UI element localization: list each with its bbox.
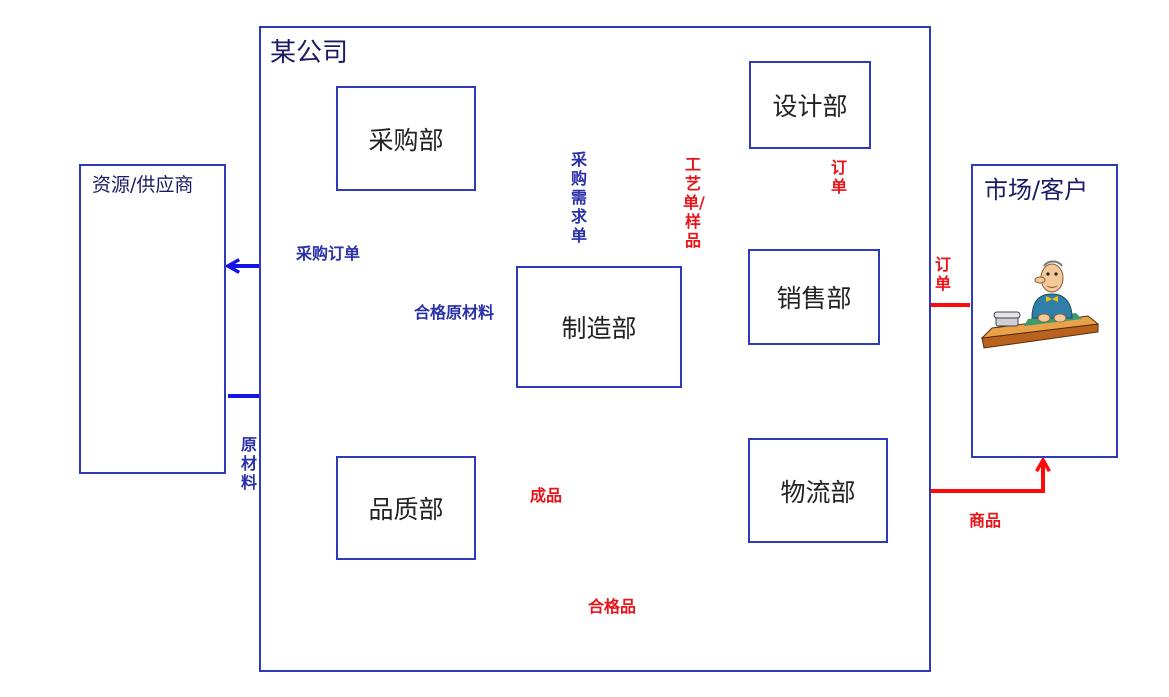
label-order-to-design: 订单 [830,158,847,196]
manufacturing-dept-box: 制造部 [516,266,682,388]
supplier-box [79,164,226,474]
label-order-from-market: 订单 [934,255,951,293]
label-process-sample: 工艺单/样品 [683,155,705,250]
supplier-label: 资源/供应商 [92,174,194,196]
label-qualified-raw-material: 合格原材料 [414,303,495,322]
quality-dept-box: 品质部 [336,456,476,560]
customer-at-desk-illustration [980,260,1100,349]
design-dept-box: 设计部 [749,61,871,149]
label-goods: 商品 [969,511,1002,530]
label-raw-material: 原材料 [240,435,257,492]
label-purchase-order: 采购订单 [296,244,361,263]
label-purchase-requisition: 采购需求单 [570,150,587,245]
logistics-dept-box: 物流部 [748,438,888,543]
arrow-goods [888,460,1043,493]
market-label: 市场/客户 [984,176,1089,204]
label-qualified-product: 合格品 [588,597,637,616]
label-finished-product: 成品 [530,486,563,505]
purchasing-dept-box: 采购部 [336,86,476,191]
sales-dept-box: 销售部 [748,249,880,345]
company-title: 某公司 [270,38,349,68]
